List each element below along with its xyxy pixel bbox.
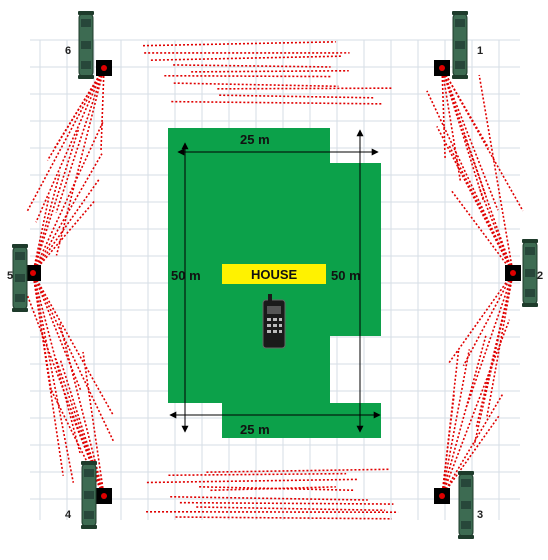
dimension-arrows [169, 129, 381, 433]
beam-sensor-icon [81, 461, 97, 529]
beam-line [475, 272, 514, 428]
sensor-2: 2 [505, 239, 543, 307]
beam-line [32, 272, 75, 483]
sensor-5: 5 [7, 244, 41, 312]
beam-line [32, 197, 50, 274]
beam-line [100, 67, 105, 151]
beam-line [168, 472, 347, 477]
beam-line [441, 67, 462, 182]
beam-line [441, 67, 524, 212]
sensor-number-label: 4 [65, 509, 72, 521]
beam-line [175, 516, 392, 520]
sensor-3: 3 [434, 471, 483, 539]
emitter-dot [439, 493, 445, 499]
sensor-number-label: 3 [477, 509, 483, 521]
beam-sensor-icon [78, 11, 94, 79]
beam-line [196, 506, 386, 512]
beam-line [441, 319, 511, 497]
beam-line [59, 323, 105, 497]
beam-line [170, 495, 368, 501]
beam-sensor-icon [12, 244, 28, 312]
beam-line [441, 67, 446, 159]
house-block [222, 264, 326, 284]
beam-sensor-icon [458, 471, 474, 539]
beam-line [82, 351, 105, 497]
sensor-4: 4 [65, 461, 112, 529]
beam-line [210, 486, 336, 492]
sensor-1: 1 [434, 11, 483, 79]
beam-line [191, 69, 349, 73]
beam-line [441, 348, 460, 497]
beam-line [478, 74, 514, 274]
beam-line [179, 501, 394, 505]
sensor-number-label: 2 [537, 270, 543, 282]
beam-sensor-icon [452, 11, 468, 79]
beam-line [447, 272, 514, 364]
sensor-number-label: 1 [477, 45, 483, 57]
top-dimension-label: 25 m [240, 132, 270, 147]
beam-sensor-icon [522, 239, 538, 307]
emitter-dot [510, 270, 516, 276]
beam-line [32, 178, 101, 274]
beam-line [32, 121, 104, 274]
sensor-group: 1 2 3 4 5 6 [7, 11, 543, 539]
remote-control-icon [262, 294, 286, 349]
beam-line [146, 478, 359, 484]
beam-line [173, 82, 339, 88]
beam-line [219, 94, 375, 99]
beam-line [436, 126, 514, 274]
beam-line [150, 55, 342, 61]
beam-line [462, 272, 514, 367]
beam-line [478, 187, 514, 274]
emitter-dot [101, 493, 107, 499]
beam-line [441, 67, 485, 202]
right-dimension-label: 50 m [331, 268, 361, 283]
sensor-6: 6 [65, 11, 112, 79]
beam-line [441, 349, 471, 497]
beam-line [32, 272, 82, 455]
beam-line [466, 272, 514, 407]
beam-line [171, 100, 383, 105]
beam-line [164, 74, 333, 78]
beam-line [32, 272, 82, 392]
beam-line [55, 67, 105, 213]
beam-line [206, 468, 390, 473]
beam-line [142, 41, 336, 47]
beam-line [441, 415, 500, 497]
beam-line [462, 132, 514, 274]
emitter-dot [439, 65, 445, 71]
beam-line [441, 67, 490, 149]
beam-line [426, 90, 514, 274]
house-label: HOUSE [251, 267, 298, 282]
beam-line [32, 272, 114, 416]
bottom-dimension-label: 25 m [240, 422, 270, 437]
left-dimension-label: 50 m [171, 268, 201, 283]
beam-line [35, 67, 105, 223]
beam-line [217, 87, 393, 90]
beam-line [46, 67, 105, 161]
beam-line [486, 272, 514, 417]
sensor-number-label: 6 [65, 45, 71, 57]
beam-line [55, 67, 105, 256]
emitter-dot [101, 65, 107, 71]
beam-line [450, 189, 514, 274]
emitter-dot [30, 270, 36, 276]
beam-line [482, 272, 514, 402]
beam-line [32, 127, 80, 274]
sensor-number-label: 5 [7, 270, 13, 282]
beam-line [441, 67, 499, 211]
beam-line [32, 272, 115, 443]
beam-line [25, 67, 105, 213]
beam-lines [25, 41, 524, 520]
